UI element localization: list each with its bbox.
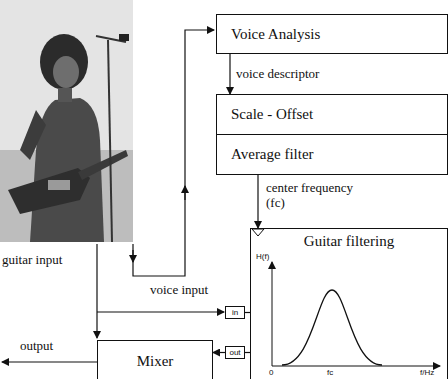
signal-label: fc: [327, 368, 333, 378]
filter-plot: [252, 229, 440, 366]
voice-wire: [133, 30, 214, 276]
connector: [229, 54, 230, 94]
output-wire: [2, 361, 97, 362]
node-text: Average filter: [231, 146, 314, 163]
process-box: Average filter: [216, 134, 448, 175]
connector: [213, 352, 225, 353]
wire-arrow: [184, 186, 185, 200]
guitar-branch-wire: [97, 311, 224, 312]
node-text: Mixer: [137, 353, 174, 370]
signal-label: f/Hz: [420, 368, 434, 378]
signal-label: output: [20, 338, 53, 353]
node-text: Guitar filtering: [304, 233, 394, 250]
signal-label: guitar input: [2, 252, 62, 267]
process-box: Scale - Offset: [216, 94, 448, 135]
mixer-box: Mixer: [97, 340, 213, 379]
node-text: Scale - Offset: [231, 106, 313, 123]
signal-label: voice input: [150, 282, 208, 297]
photo-illustration: [0, 0, 133, 242]
node-text: out: [229, 348, 240, 357]
guitar-wire: [96, 244, 97, 338]
edge-label: voice descriptor: [236, 66, 319, 81]
filter-box: Guitar filtering: [250, 228, 448, 379]
signal-label: H(f): [256, 252, 269, 262]
node-text: in: [232, 308, 238, 317]
port-box: out: [225, 346, 245, 359]
edge-label: center frequency (fc): [266, 180, 362, 210]
port-box: in: [225, 306, 245, 319]
process-box: Voice Analysis: [216, 14, 448, 54]
signal-label: 0: [269, 368, 273, 378]
connector: [257, 175, 258, 228]
wire-arrow: [132, 250, 133, 262]
node-text: Voice Analysis: [231, 26, 320, 43]
